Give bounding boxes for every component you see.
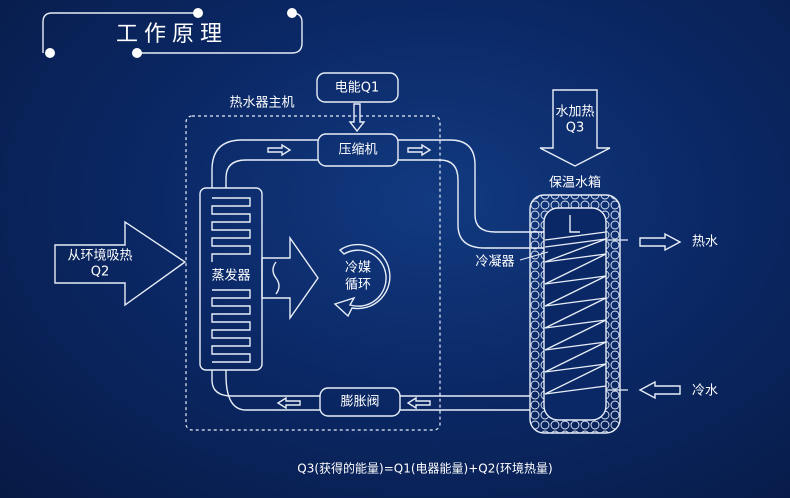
evaporator-label: 蒸发器 [211, 268, 250, 284]
compressor-label: 压缩机 [338, 142, 377, 158]
hot-water-arrow-icon [639, 232, 682, 252]
down-arrow-icon [348, 103, 366, 133]
refrigerant-pipes [211, 139, 545, 411]
flow-arrow-icon [407, 143, 432, 157]
host-boundary [185, 115, 441, 431]
condenser-pointer [519, 251, 549, 261]
condenser-label: 冷凝器 [475, 254, 514, 270]
refrigerant-label: 冷媒 [345, 261, 371, 276]
flow-arrow-icon [267, 143, 292, 157]
expansion-valve-box [319, 387, 401, 417]
hot-water-label: 热水 [692, 235, 718, 250]
flow-arrow-icon [406, 396, 431, 410]
energy-formula: Q3(获得的能量)=Q1(电器能量)+Q2(环境热量) [297, 461, 552, 476]
electric-energy-label: 电能Q1 [335, 81, 380, 96]
cycle-arrow-icon [333, 243, 391, 318]
page-title: 工作原理 [116, 22, 228, 47]
ambient-heat-label: 从环境吸热 [67, 249, 132, 264]
water-heat-q3: Q3 [566, 121, 585, 136]
evaporator-coil-icon [211, 289, 251, 363]
expansion-valve-label: 膨胀阀 [340, 395, 379, 410]
tank-label: 保温水箱 [549, 175, 601, 191]
fan-icon [272, 261, 280, 295]
airflow-arrow-icon [261, 235, 319, 321]
evaporator-coil-icon [211, 197, 251, 262]
water-heat-arrow [539, 89, 611, 167]
cycle-label: 循环 [345, 278, 371, 293]
electric-energy-box [316, 72, 399, 103]
flow-arrow-icon [276, 396, 301, 410]
cold-water-label: 冷水 [692, 384, 718, 399]
title-frame: 工作原理 [42, 8, 303, 58]
ambient-heat-q2: Q2 [91, 265, 110, 280]
water-tank [529, 194, 628, 434]
water-heat-label: 水加热 [555, 105, 594, 120]
compressor-box [317, 133, 399, 167]
cold-water-arrow-icon [638, 380, 681, 400]
host-label: 热水器主机 [229, 96, 294, 111]
ambient-heat-arrow [54, 220, 187, 307]
